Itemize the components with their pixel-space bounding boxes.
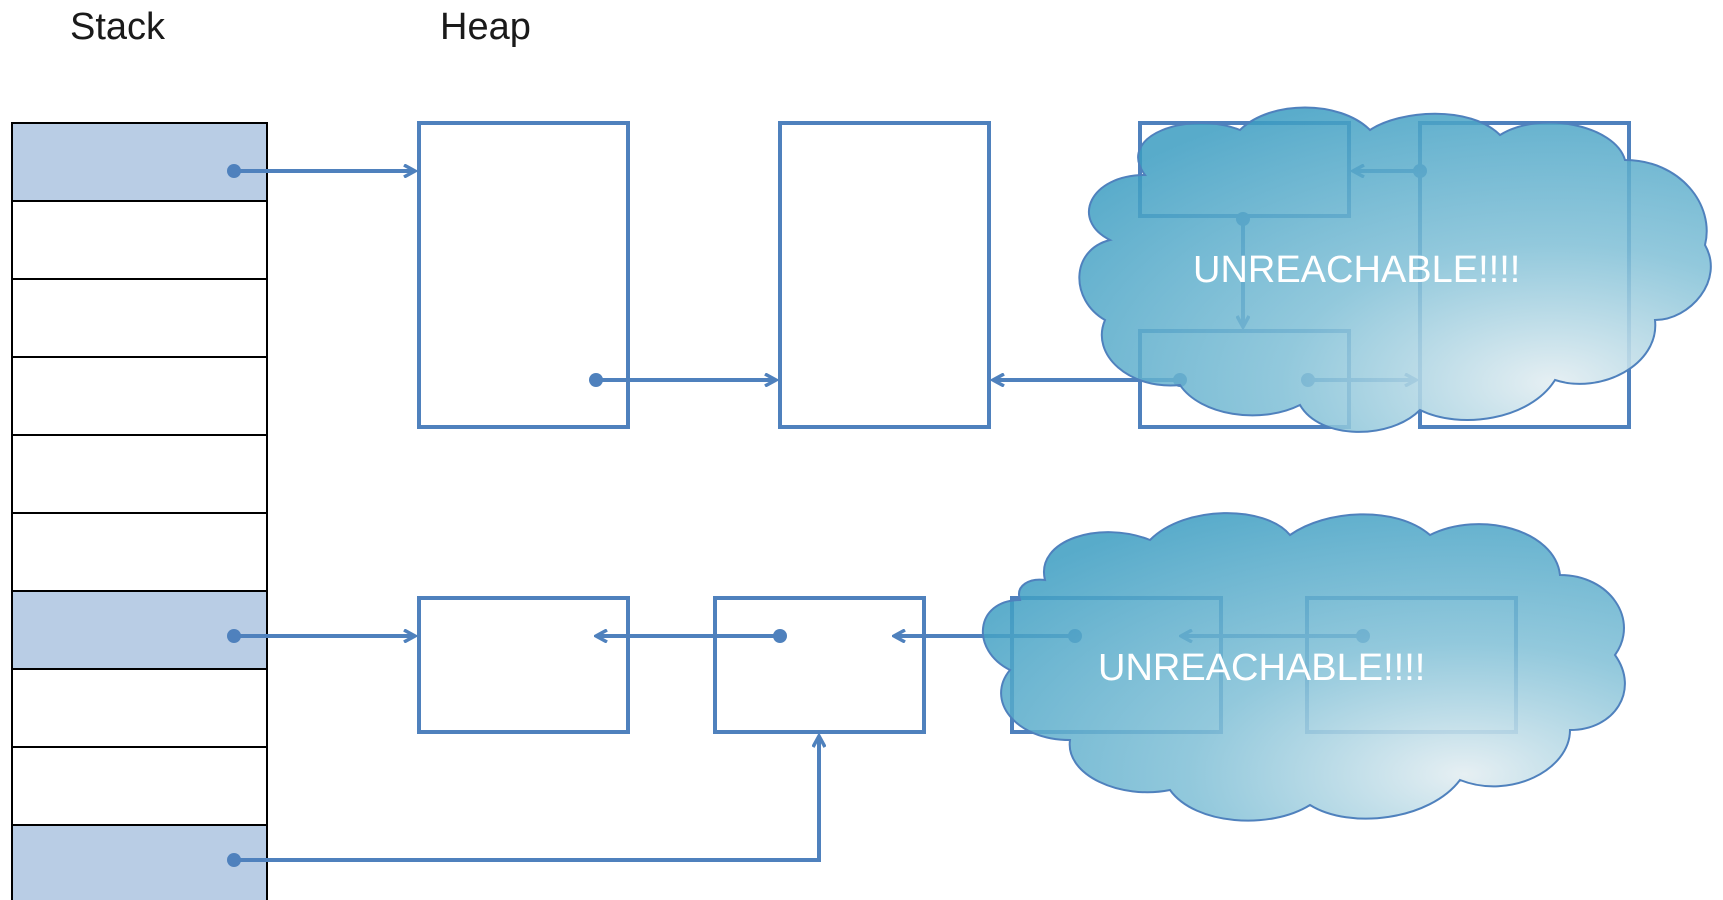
cloud-label: UNREACHABLE!!!!	[1193, 249, 1520, 291]
stack-cell	[11, 512, 268, 592]
stack-cell	[11, 278, 268, 358]
stack-cell	[11, 824, 268, 900]
unreachable-cloud-bottom: UNREACHABLE!!!!	[982, 512, 1626, 822]
stack-cell	[11, 590, 268, 670]
pointer-dot	[773, 629, 787, 643]
stack-cell	[11, 200, 268, 280]
stack-cell	[11, 122, 268, 202]
stack-cell	[11, 668, 268, 748]
heap-object	[713, 596, 926, 734]
cloud-label: UNREACHABLE!!!!	[1098, 647, 1425, 689]
pointer-dot	[227, 164, 241, 178]
heap-header: Heap	[440, 6, 531, 48]
stack-cell	[11, 746, 268, 826]
heap-object	[417, 121, 630, 429]
heap-object	[417, 596, 630, 734]
stack	[11, 122, 268, 900]
pointer-dot	[227, 629, 241, 643]
stack-header: Stack	[70, 6, 166, 48]
pointer-dot	[589, 373, 603, 387]
heap-object	[778, 121, 991, 429]
reference-arrow	[234, 736, 819, 862]
stack-cell	[11, 434, 268, 514]
stack-cell	[11, 356, 268, 436]
pointer-dot	[227, 853, 241, 867]
unreachable-cloud-top: UNREACHABLE!!!!	[1078, 106, 1712, 433]
